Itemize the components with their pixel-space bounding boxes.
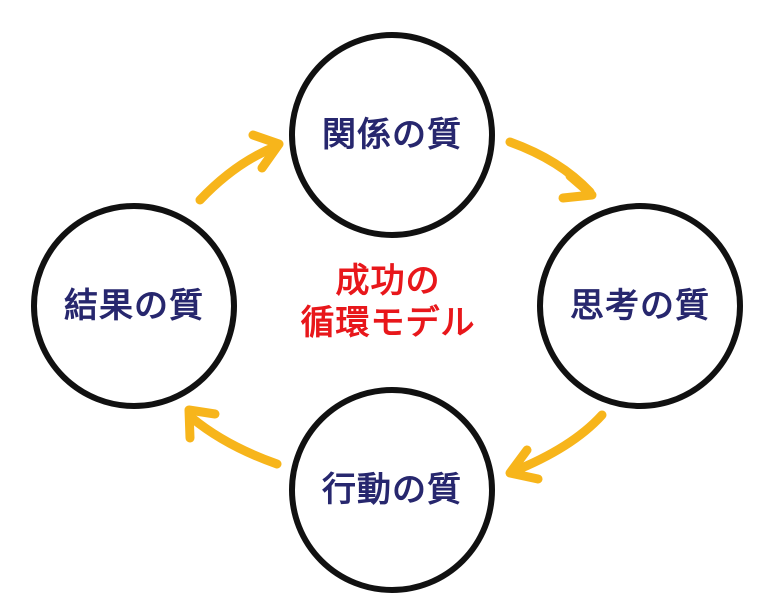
- center-title-line2: 循環モデル: [301, 303, 476, 343]
- arrow-thinking-to-action: [507, 410, 607, 477]
- circle-result: [31, 203, 237, 409]
- circle-thinking: [537, 203, 743, 409]
- label-result: 結果の質: [64, 286, 204, 326]
- label-relationship: 関係の質: [322, 115, 462, 155]
- circle-action: [289, 387, 495, 593]
- arrow-result-to-relationship: [195, 141, 282, 205]
- arrowhead-result-to-relationship: [248, 130, 284, 173]
- arrows: [184, 130, 607, 484]
- label-thinking: 思考の質: [570, 286, 710, 326]
- arrow-action-to-result: [187, 413, 282, 469]
- center-title-line1: 成功の: [336, 261, 441, 301]
- arrowhead-relationship-to-thinking: [558, 171, 597, 203]
- arrowhead-action-to-result: [184, 405, 220, 443]
- label-action: 行動の質: [322, 470, 462, 510]
- arrowhead-thinking-to-action: [505, 445, 543, 484]
- circle-relationship: [289, 32, 495, 238]
